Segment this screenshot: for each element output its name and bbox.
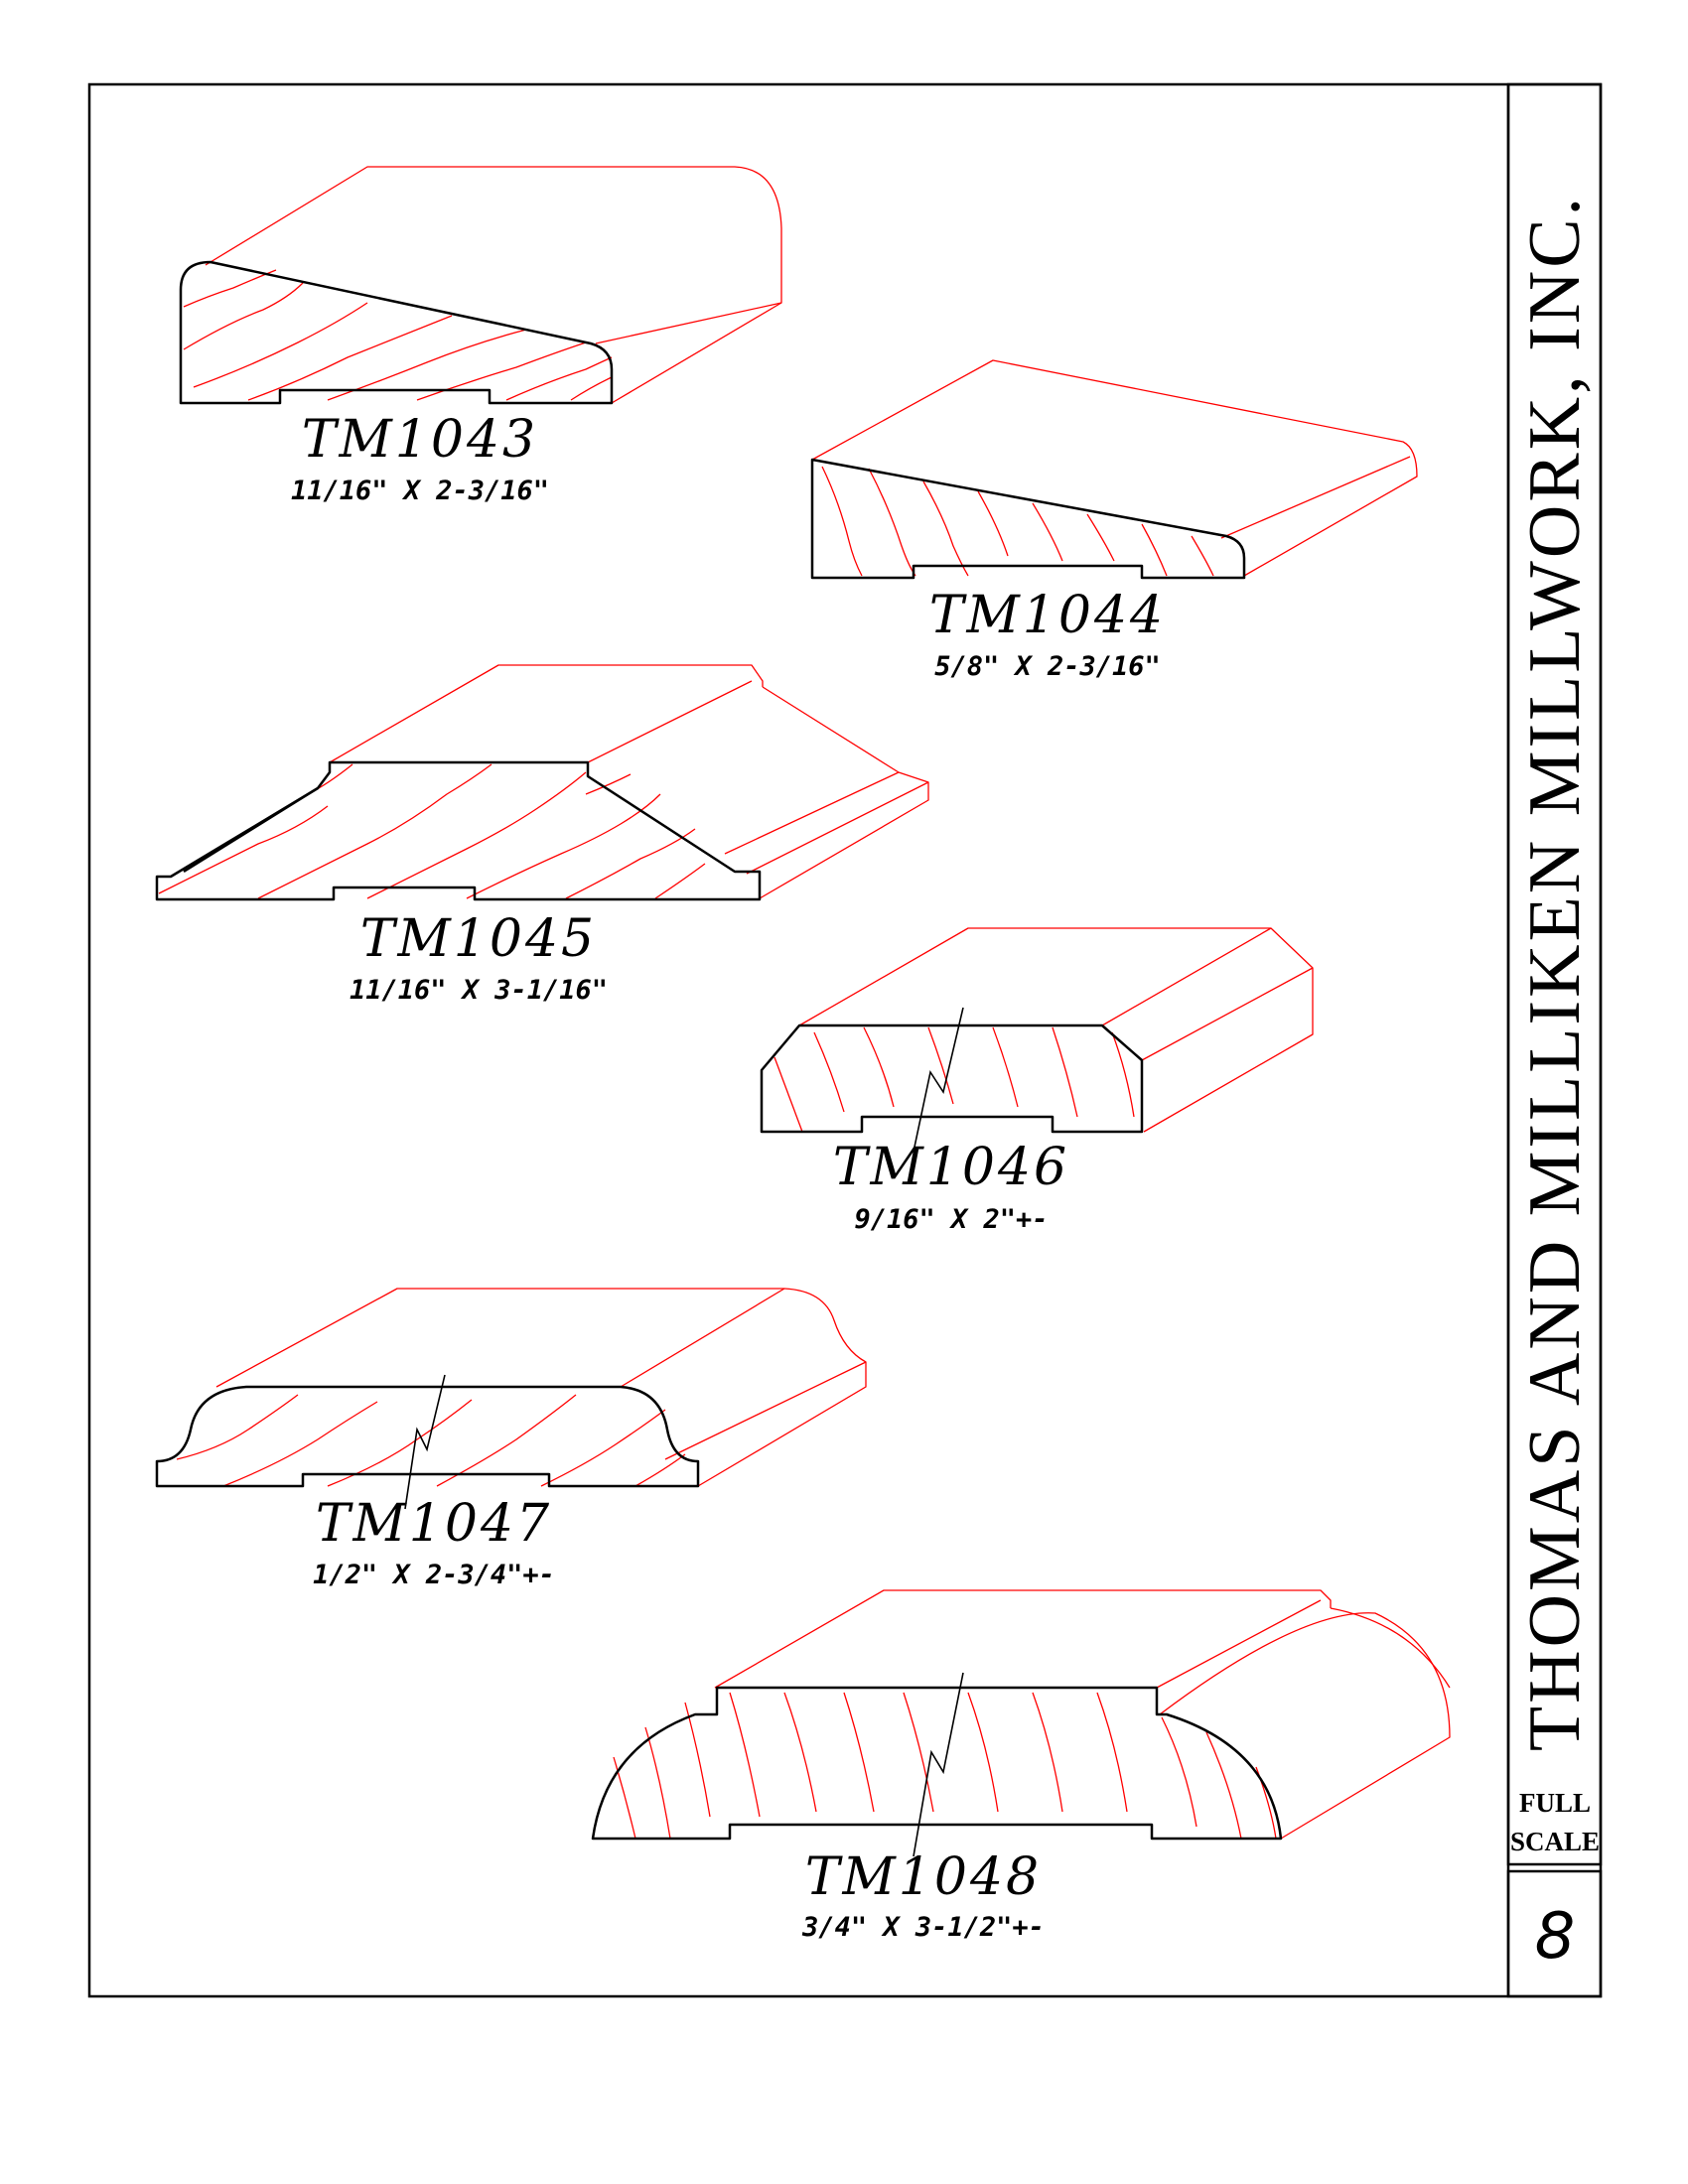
tm1044-section bbox=[810, 458, 1246, 580]
profile-code-tm1047: TM1047 bbox=[316, 1494, 552, 1554]
profile-code-tm1045: TM1045 bbox=[360, 909, 597, 969]
tm1047-break-line bbox=[404, 1374, 446, 1510]
profile-tm1044: TM1044 5/8" X 2-3/16" bbox=[810, 359, 1418, 682]
tm1048-projection bbox=[714, 1589, 1451, 1840]
tm1046-grain bbox=[774, 1026, 1135, 1133]
tm1047-projection bbox=[215, 1288, 867, 1487]
tm1047-section bbox=[155, 1385, 700, 1488]
tm1045-groove-line bbox=[183, 786, 319, 874]
tm1046-projection bbox=[798, 927, 1314, 1133]
tm1048-section bbox=[591, 1686, 1283, 1841]
profile-tm1043: TM1043 11/16" X 2-3/16" bbox=[179, 166, 782, 506]
profile-size-tm1045: 11/16" X 3-1/16" bbox=[350, 975, 608, 1006]
page-frame bbox=[87, 82, 1603, 1998]
profile-tm1046: TM1046 9/16" X 2"+- bbox=[760, 927, 1314, 1235]
tm1045-grain bbox=[158, 763, 706, 899]
profile-size-tm1048: 3/4" X 3-1/2"+- bbox=[801, 1912, 1045, 1943]
tm1045-section bbox=[155, 760, 762, 901]
tm1044-projection bbox=[811, 359, 1418, 577]
profile-code-tm1048: TM1048 bbox=[805, 1847, 1042, 1907]
profile-size-tm1043: 11/16" X 2-3/16" bbox=[291, 476, 549, 506]
scale-label-full: FULL bbox=[1519, 1788, 1591, 1818]
tm1046-break-line bbox=[913, 1007, 964, 1153]
profile-code-tm1043: TM1043 bbox=[302, 410, 538, 470]
profile-tm1048: TM1048 3/4" X 3-1/2"+- bbox=[591, 1589, 1451, 1943]
tm1043-projection bbox=[205, 166, 782, 404]
company-name: THOMAS AND MILLIKEN MILLWORK, INC. bbox=[1514, 195, 1596, 1751]
tm1045-projection bbox=[329, 664, 929, 899]
page-number: 8 bbox=[1535, 1900, 1576, 1974]
tm1044-grain bbox=[821, 466, 1214, 577]
profile-code-tm1044: TM1044 bbox=[929, 586, 1166, 645]
tm1047-grain bbox=[176, 1394, 686, 1487]
tm1046-section bbox=[760, 1024, 1144, 1134]
profile-tm1045: TM1045 11/16" X 3-1/16" bbox=[155, 664, 929, 1006]
scale-label-scale: SCALE bbox=[1510, 1827, 1600, 1856]
profile-size-tm1046: 9/16" X 2"+- bbox=[854, 1204, 1048, 1235]
profile-size-tm1044: 5/8" X 2-3/16" bbox=[934, 651, 1161, 682]
tm1043-section bbox=[179, 260, 614, 405]
profile-tm1047: TM1047 1/2" X 2-3/4"+- bbox=[155, 1288, 867, 1590]
profile-code-tm1046: TM1046 bbox=[833, 1138, 1069, 1197]
tm1048-break-line bbox=[913, 1672, 964, 1857]
profile-size-tm1047: 1/2" X 2-3/4"+- bbox=[313, 1560, 555, 1590]
